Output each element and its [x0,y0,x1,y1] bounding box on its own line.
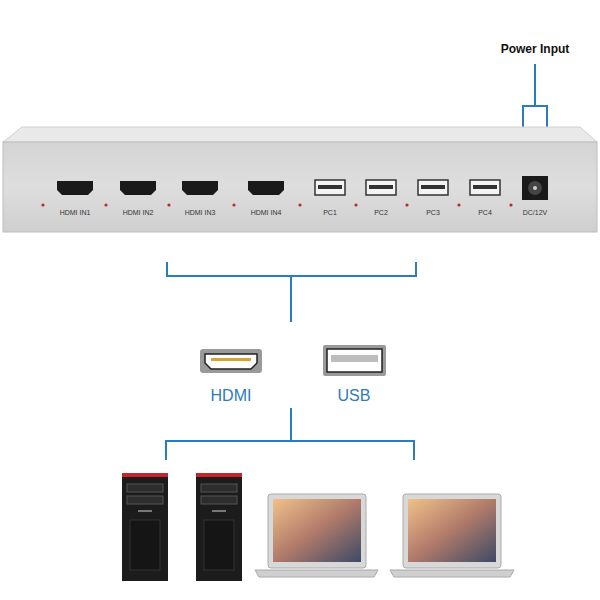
lower-bracket [165,408,415,460]
power-bracket [522,64,548,127]
port-label: PC3 [426,209,440,216]
port-label: HDMI IN3 [185,209,216,216]
device-front [3,142,597,232]
usb-ports [315,180,500,195]
hdmi-icon [200,349,262,373]
led-dots [41,203,512,206]
port-label: PC4 [478,209,492,216]
port-label: DC/12V [523,209,548,216]
laptops [255,494,514,577]
power-input-label: Power Input [501,43,570,55]
connector-label: HDMI [211,388,252,404]
port-label: HDMI IN1 [60,209,91,216]
desktop-towers [122,473,242,581]
hdmi-ports [57,181,284,195]
usb-icon [323,345,386,376]
connector-label: USB [338,388,371,404]
upper-bracket [167,262,416,322]
port-label: PC1 [323,209,337,216]
port-label: HDMI IN2 [123,209,154,216]
dc-jack [522,176,548,200]
port-label: PC2 [374,209,388,216]
port-label: HDMI IN4 [251,209,282,216]
device-top [3,127,597,142]
